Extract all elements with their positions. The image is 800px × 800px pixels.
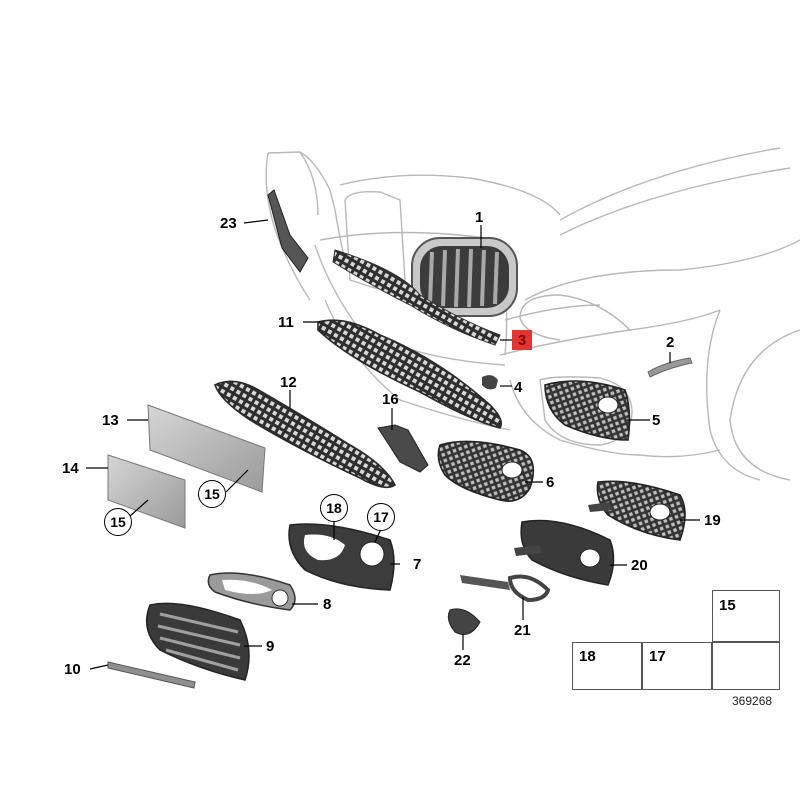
callout-9: 9: [266, 638, 275, 655]
lower-grille-part: [214, 380, 397, 489]
callout-11: 11: [278, 314, 294, 331]
callout-21: 21: [514, 622, 531, 639]
callout-17-circled: 17: [367, 503, 395, 531]
callout-12: 12: [280, 374, 297, 391]
small-fog-frame-part: [207, 572, 296, 611]
legend-box-15: 15: [712, 590, 780, 642]
legend-label-17: 17: [649, 648, 666, 665]
callout-15-circled-b: 15: [104, 508, 132, 536]
callout-2: 2: [666, 334, 675, 351]
bracket-part-22: [447, 608, 481, 635]
fog-grille-part-5: [544, 380, 631, 441]
center-grille-part: [317, 319, 503, 429]
callout-1: 1: [475, 209, 484, 226]
legend-box-arrow: [712, 642, 780, 690]
callout-3-highlight: 3: [512, 330, 532, 350]
car-outline: [265, 147, 800, 481]
fog-frame-part: [288, 523, 395, 591]
callout-7: 7: [413, 556, 422, 573]
legend-label-18: 18: [579, 648, 596, 665]
fog-grille-part-20: [514, 519, 615, 586]
callout-8: 8: [323, 596, 332, 613]
callout-20: 20: [631, 557, 648, 574]
trim-strip-part: [647, 357, 693, 378]
callout-22: 22: [454, 652, 471, 669]
callout-5: 5: [652, 412, 661, 429]
small-bracket-part: [377, 424, 429, 473]
legend-box-17: 17: [642, 642, 712, 690]
callout-19: 19: [704, 512, 721, 529]
upper-mesh-part: [332, 249, 501, 346]
plate-bracket-part: [147, 404, 266, 493]
callout-14: 14: [62, 460, 79, 477]
lower-trim-part: [107, 661, 196, 689]
fog-grille-part-19: [588, 480, 686, 541]
plate-base-part: [107, 454, 186, 529]
callout-4: 4: [514, 379, 523, 396]
clip-part: [482, 375, 498, 390]
callout-18-circled: 18: [320, 494, 348, 522]
callout-23: 23: [220, 215, 237, 232]
leader-lines: [86, 219, 700, 670]
legend-box-18: 18: [572, 642, 642, 690]
callout-6: 6: [546, 474, 555, 491]
side-bracket-part: [267, 189, 309, 273]
legend-label-15: 15: [719, 597, 736, 614]
louver-grille-part: [145, 602, 250, 681]
callout-15-circled-a: 15: [198, 480, 226, 508]
kidney-grille-part: [411, 237, 518, 317]
fog-grille-part-6: [437, 440, 535, 502]
callout-13: 13: [102, 412, 119, 429]
reference-number: 369268: [732, 694, 773, 708]
callout-10: 10: [64, 661, 81, 678]
callout-16: 16: [382, 391, 399, 408]
bracket-part-21: [460, 574, 551, 603]
